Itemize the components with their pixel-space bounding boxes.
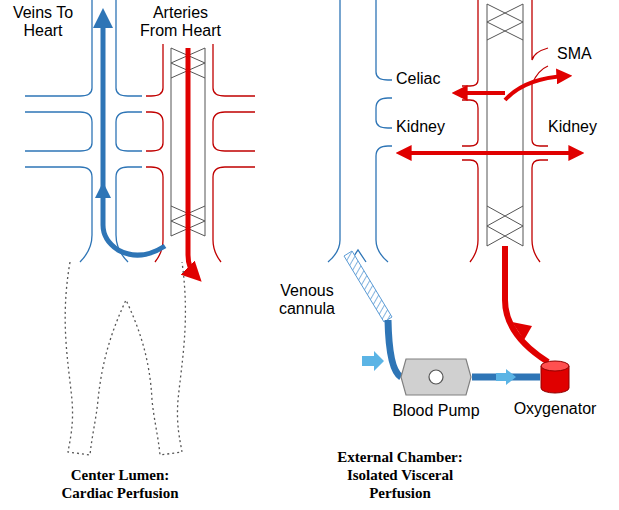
vein-wall: [116, 0, 142, 262]
vein-wall: [25, 0, 92, 262]
vein-outline: [328, 0, 392, 262]
flow-arrowhead: [95, 182, 111, 198]
artery-wall: [532, 0, 548, 262]
artery-wall: [462, 0, 478, 262]
artery-outline: [462, 0, 548, 262]
panel-caption: Center Lumen: Cardiac Perfusion: [45, 466, 195, 502]
venous-cannula: [344, 251, 392, 322]
legs-outline: [65, 262, 185, 455]
part-label: Venous cannula: [272, 282, 342, 318]
branch-label: Kidney: [548, 118, 597, 136]
node-heading: Oxygenator: [514, 400, 597, 418]
artery-outline: [146, 44, 255, 262]
celiac-flow-arrow: [458, 91, 505, 95]
stent-mesh: [487, 4, 523, 246]
panel-caption: External Chamber: Isolated Visceral Perf…: [330, 448, 470, 502]
pump-rotor: [429, 370, 443, 384]
blood-pump-box: Blood Pump: [400, 358, 472, 396]
node-heading: Blood Pump: [392, 402, 479, 420]
oxygenator-cylinder: Oxygenator: [540, 360, 570, 394]
stent-graft: [487, 4, 523, 246]
stent-wall: [487, 4, 523, 246]
arterial-flow-arrow: [188, 48, 196, 276]
artery-wall: [146, 44, 163, 262]
artery-wall: [213, 44, 255, 262]
pump-housing: [401, 359, 471, 395]
venous-flow-arrow: [103, 16, 165, 255]
blood-pump-box-shape: [400, 358, 472, 396]
vessel-label: Veins To Heart: [10, 4, 76, 40]
kidney-flow-arrow: [402, 151, 505, 155]
branch-label: Celiac: [396, 70, 440, 88]
return-flow-arrow: [512, 322, 532, 340]
oxygenator-top: [541, 361, 569, 371]
venous-tube: [388, 320, 401, 377]
arterial-return-tube: [505, 246, 548, 362]
vein-wall: [376, 0, 392, 262]
branch-label: SMA: [557, 45, 592, 63]
kidney-flow-arrow: [505, 151, 578, 155]
vein-outline: [25, 0, 142, 262]
oxygenator-cylinder-shape: [540, 360, 570, 394]
perfusion-tube: [472, 374, 540, 381]
sma-flow-arrow: [505, 76, 566, 100]
vessel-label: Arteries From Heart: [138, 4, 223, 40]
branch-label: Kidney: [396, 118, 445, 136]
venous-flow-arrow: [362, 351, 384, 371]
vein-wall: [328, 0, 340, 262]
visceral-flow-arrows: [402, 76, 578, 153]
